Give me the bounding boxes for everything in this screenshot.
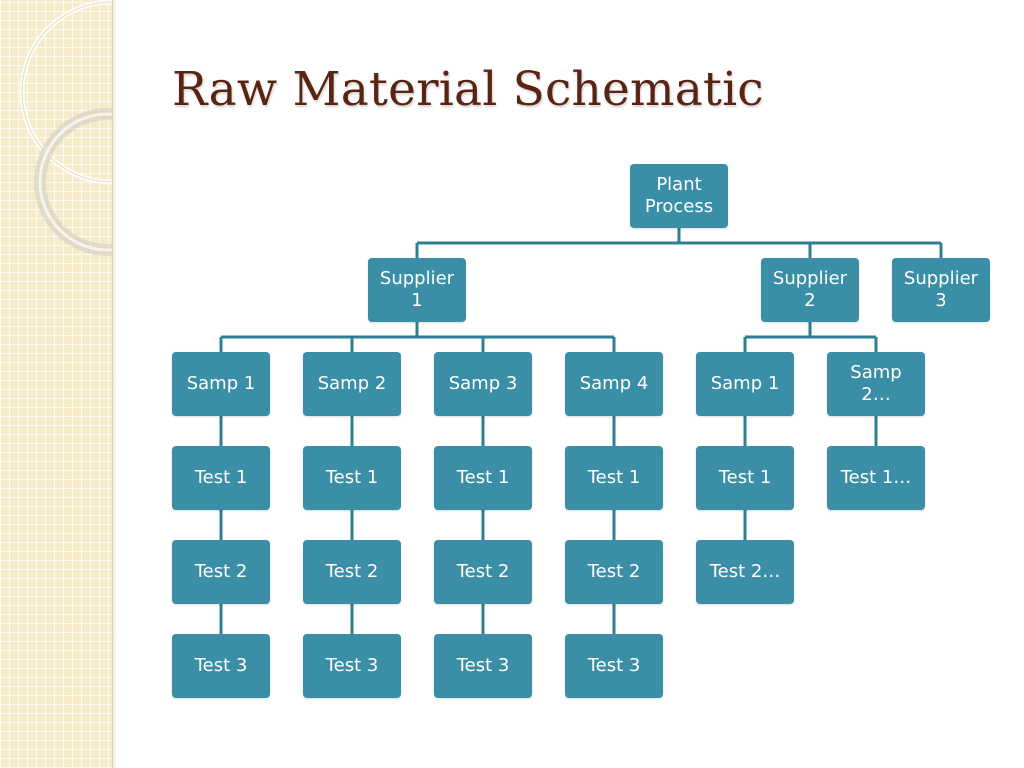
node-sample: Samp 3	[434, 352, 532, 416]
node-label: Test 1	[587, 467, 641, 488]
node-label: Test 2…	[709, 561, 781, 582]
node-test: Test 1…	[827, 446, 925, 510]
node-label: Supplier 1	[379, 268, 455, 311]
node-label: Test 3	[325, 655, 379, 676]
slide-title: Raw Material Schematic	[172, 62, 764, 117]
node-test: Test 1	[696, 446, 794, 510]
node-supplier-2: Supplier 2	[761, 258, 859, 322]
node-sample: Samp 1	[696, 352, 794, 416]
node-label: Test 1	[718, 467, 772, 488]
node-label: Samp 4	[579, 373, 649, 394]
node-label: Test 3	[587, 655, 641, 676]
node-sample: Samp 4	[565, 352, 663, 416]
node-label: Supplier 2	[772, 268, 848, 311]
node-test: Test 1	[434, 446, 532, 510]
node-test: Test 1	[172, 446, 270, 510]
node-label: Samp 1	[710, 373, 780, 394]
node-supplier-3: Supplier 3	[892, 258, 990, 322]
node-test: Test 2…	[696, 540, 794, 604]
node-test: Test 3	[172, 634, 270, 698]
node-sample: Samp 2	[303, 352, 401, 416]
side-band-shadow	[112, 0, 118, 768]
node-label: Test 2	[587, 561, 641, 582]
decorative-rings	[19, 0, 112, 256]
node-label: Test 1	[194, 467, 248, 488]
node-label: Test 2	[325, 561, 379, 582]
ring-small-highlight	[38, 112, 112, 252]
decorative-side-band	[0, 0, 113, 768]
node-test: Test 2	[434, 540, 532, 604]
node-label: Test 3	[194, 655, 248, 676]
node-label: Test 1…	[840, 467, 912, 488]
node-label: Samp 3	[448, 373, 518, 394]
node-label: Samp 2	[317, 373, 387, 394]
node-label: Test 2	[456, 561, 510, 582]
node-label: Test 2	[194, 561, 248, 582]
node-test: Test 1	[303, 446, 401, 510]
node-test: Test 2	[172, 540, 270, 604]
node-test: Test 3	[303, 634, 401, 698]
node-test: Test 3	[434, 634, 532, 698]
node-label: Test 1	[456, 467, 510, 488]
node-label: Supplier 3	[903, 268, 979, 311]
node-label: Plant Process	[644, 174, 714, 217]
node-label: Samp 1	[186, 373, 256, 394]
node-test: Test 2	[303, 540, 401, 604]
ring-large-edge	[21, 1, 112, 183]
node-test: Test 3	[565, 634, 663, 698]
node-test: Test 2	[565, 540, 663, 604]
node-label: Test 3	[456, 655, 510, 676]
node-test: Test 1	[565, 446, 663, 510]
node-plant-process: Plant Process	[630, 164, 728, 228]
node-sample: Samp 1	[172, 352, 270, 416]
node-sample: Samp 2…	[827, 352, 925, 416]
node-supplier-1: Supplier 1	[368, 258, 466, 322]
node-label: Test 1	[325, 467, 379, 488]
node-label: Samp 2…	[850, 362, 902, 405]
